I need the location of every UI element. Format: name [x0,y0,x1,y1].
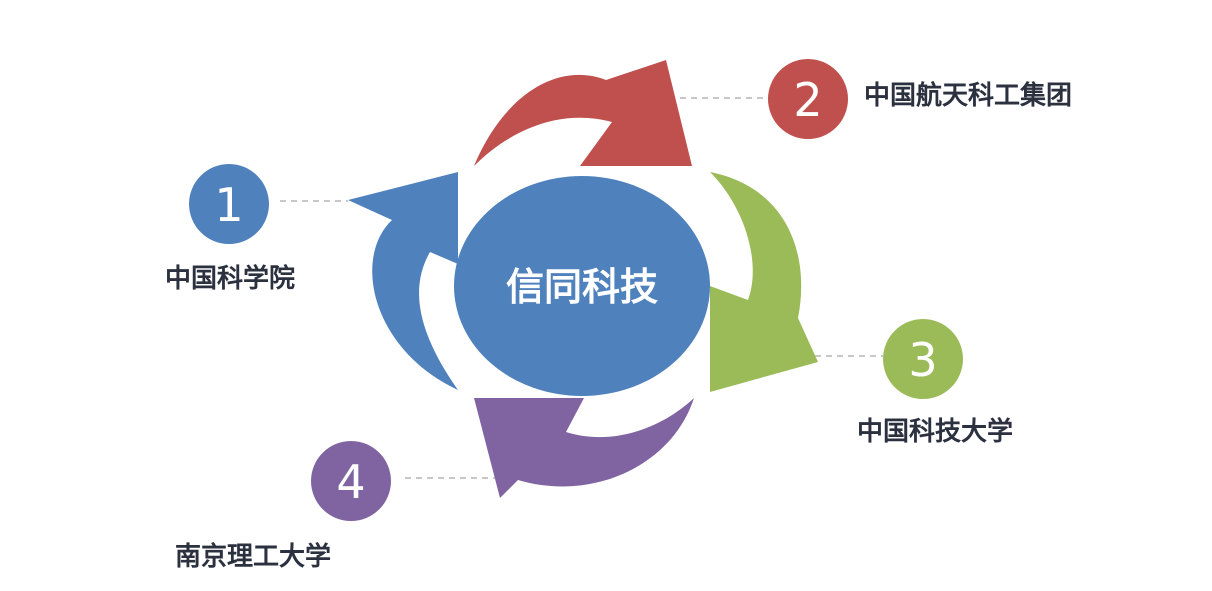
cycle-arrow-green [710,172,818,392]
node-4-circle [311,441,391,521]
node-4-label: 南京理工大学 [175,541,331,572]
node-1-number: 1 [214,178,243,232]
node-3-label: 中国科技大学 [857,416,1013,447]
node-2-number: 2 [793,73,822,127]
node-2-circle [768,59,848,139]
node-2-label: 中国航天科工集团 [864,80,1072,111]
center-circle [454,176,710,396]
cycle-arrow-purple [474,398,694,498]
center-label: 信同科技 [506,265,658,309]
node-3-circle [883,319,963,399]
cycle-arrow-blue [348,172,458,390]
node-4-number: 4 [336,455,365,509]
node-1-circle [189,164,269,244]
node-3-number: 3 [908,333,937,387]
cycle-arrow-red [474,60,692,166]
node-1-label: 中国科学院 [165,263,295,294]
